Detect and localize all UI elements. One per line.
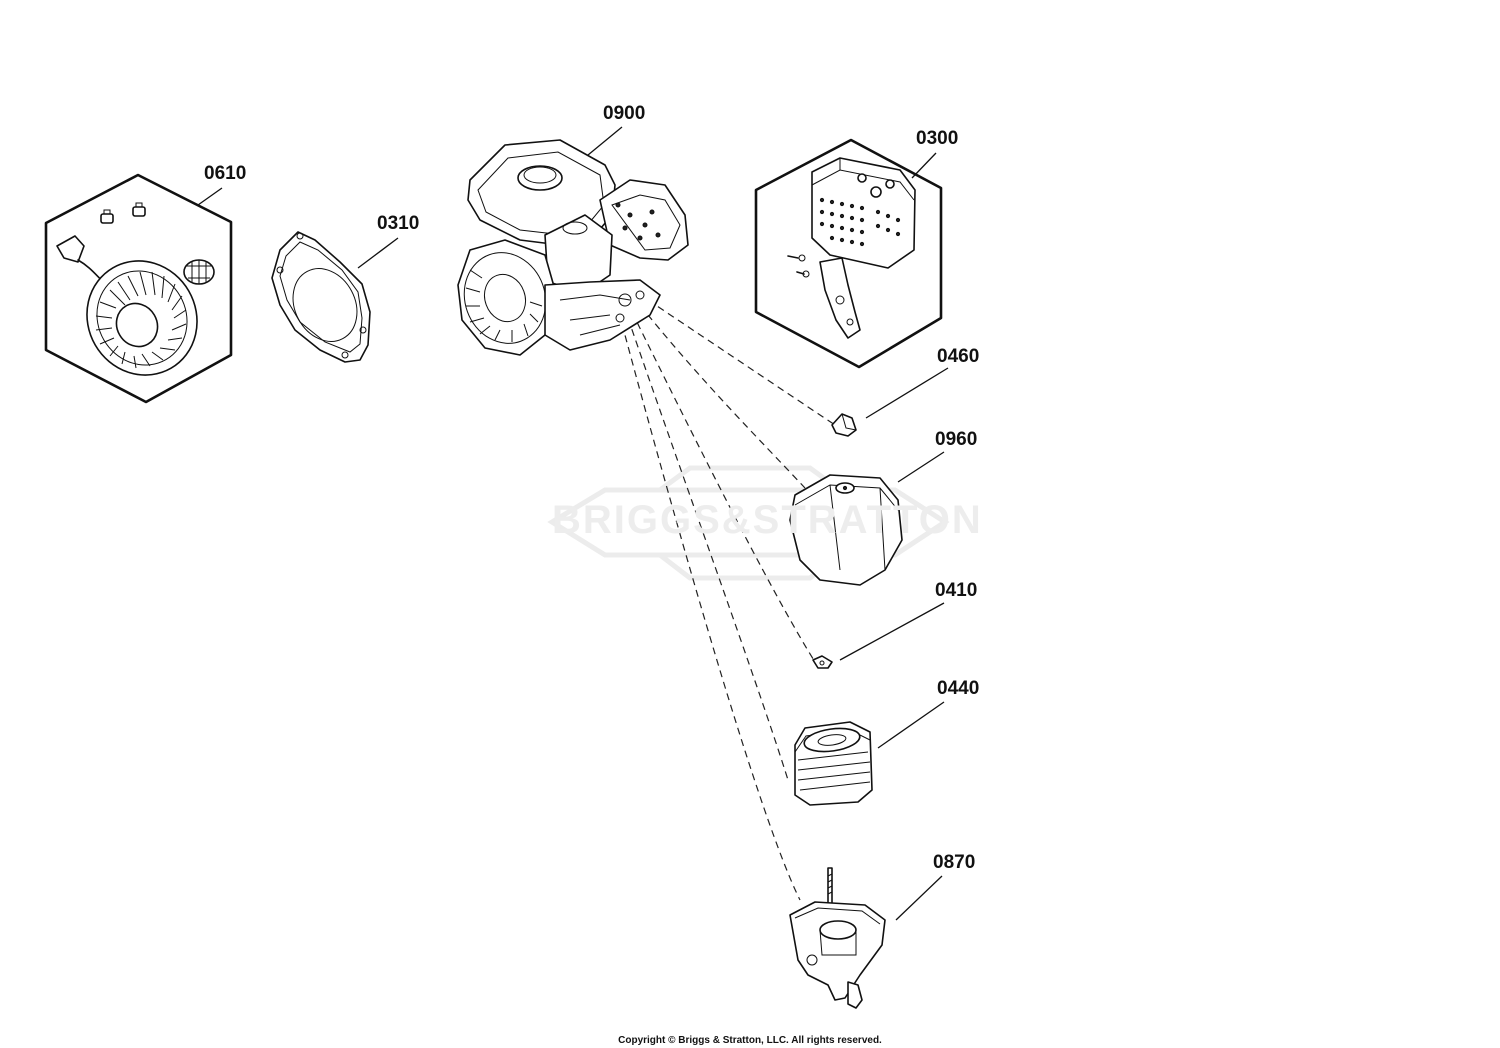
label-0460: 0460 <box>937 346 980 367</box>
label-0870: 0870 <box>933 852 976 873</box>
label-0310: 0310 <box>377 213 420 234</box>
part-0870-air-cleaner-base[interactable] <box>789 867 886 1009</box>
part-0410-wing-nut[interactable] <box>812 655 833 669</box>
part-0610-recoil-starter[interactable] <box>44 173 233 404</box>
label-leaders <box>197 126 949 921</box>
part-0300-muffler[interactable] <box>754 138 943 369</box>
part-0900-engine[interactable] <box>452 139 689 356</box>
part-0440-air-filter[interactable] <box>794 721 873 806</box>
watermark-text: BRIGGS&STRATTON <box>552 498 983 542</box>
label-0300: 0300 <box>916 128 959 149</box>
dashed-leaders <box>621 299 836 901</box>
part-0460-knob[interactable] <box>831 413 857 437</box>
copyright-notice: Copyright © Briggs & Stratton, LLC. All … <box>618 1035 882 1046</box>
label-0960: 0960 <box>935 429 978 450</box>
label-0440: 0440 <box>937 678 980 699</box>
label-0410: 0410 <box>935 580 978 601</box>
part-0960-air-cleaner-cover[interactable] <box>789 474 903 586</box>
part-0310-blower-housing[interactable] <box>271 231 371 363</box>
label-0900: 0900 <box>603 103 646 124</box>
muffler-holes <box>819 197 901 247</box>
label-0610: 0610 <box>204 163 247 184</box>
